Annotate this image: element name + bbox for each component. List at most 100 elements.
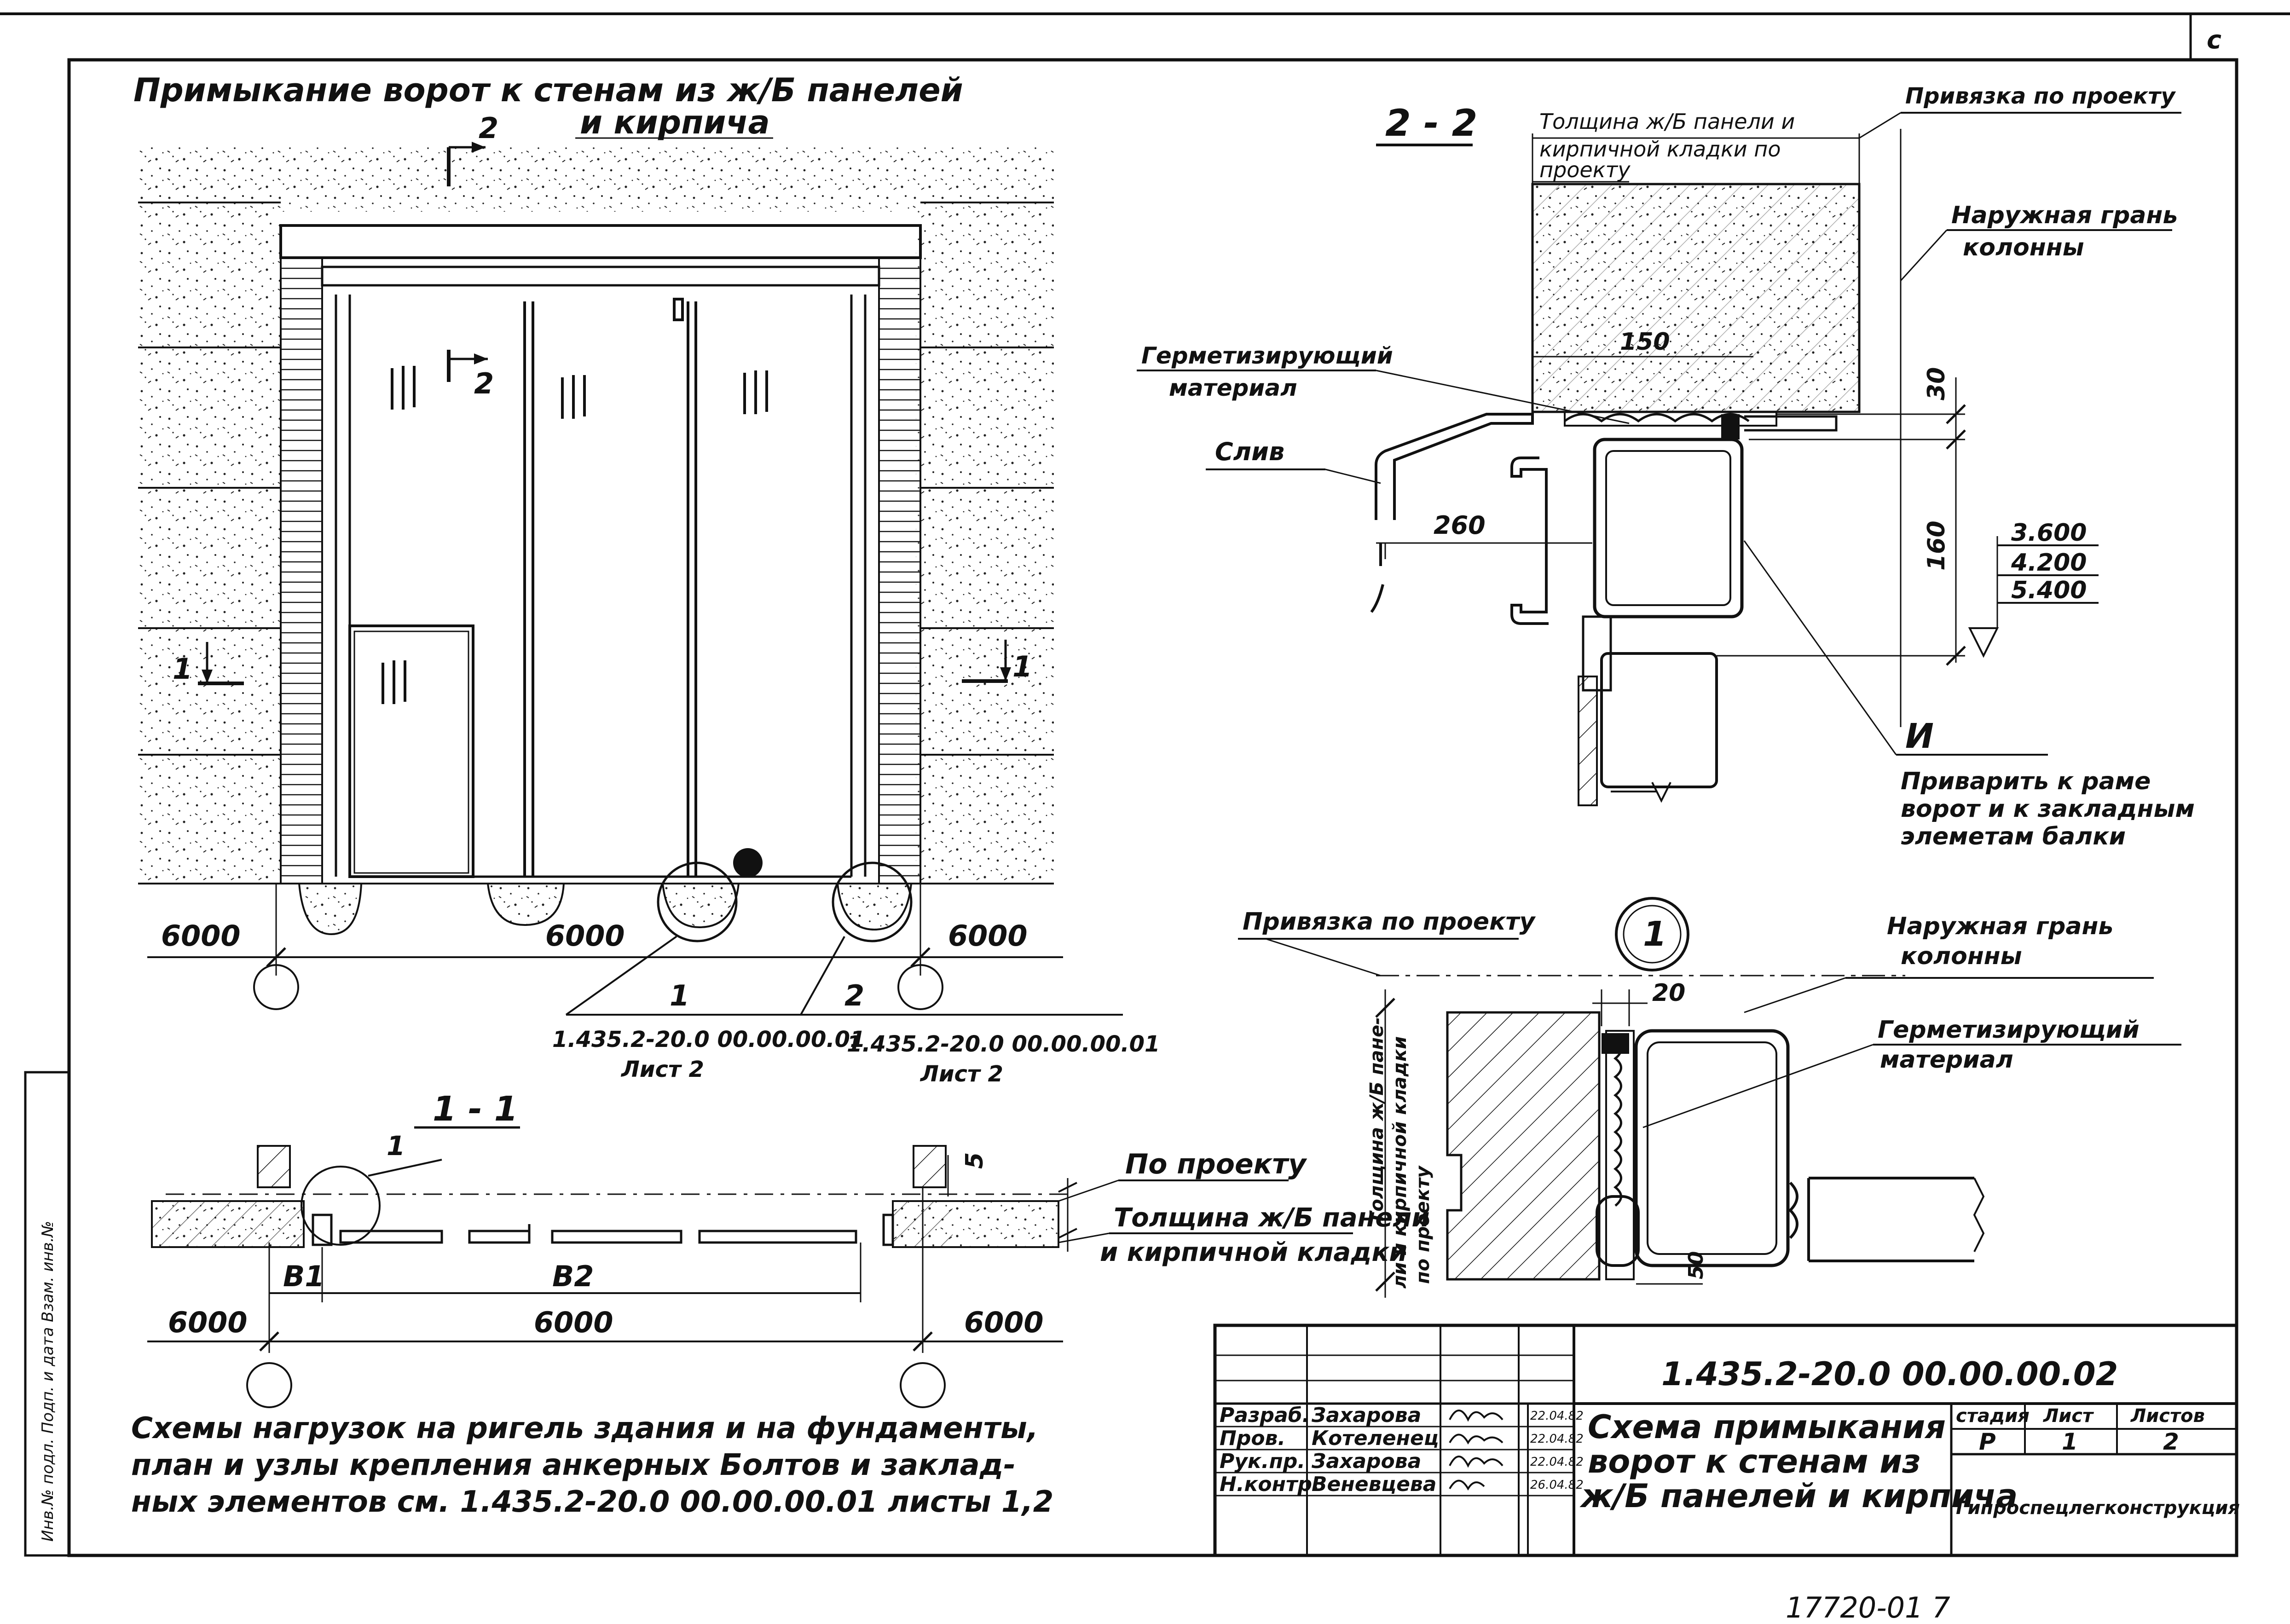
section-mark-2-top: 2 xyxy=(447,111,498,186)
row-date-4: 26.04.82 xyxy=(1530,1478,1584,1492)
row-name-3: Захарова xyxy=(1311,1450,1421,1473)
drawing-name-3: ж/Б панелей и кирпича xyxy=(1579,1477,2018,1515)
svg-text:2: 2 xyxy=(2163,1428,2179,1455)
sheet-frame: Инв.№ подл. Подп. и дата Взам. инв.№ с 1… xyxy=(0,12,2290,1624)
elevation-3: 5.400 xyxy=(2011,577,2087,604)
svg-text:Наружная грань: Наружная грань xyxy=(1951,202,2178,229)
svg-text:Привязка по проекту: Привязка по проекту xyxy=(1243,908,1536,936)
svg-text:Листов: Листов xyxy=(2130,1405,2205,1427)
svg-text:1.435.2-20.0 00.00.00.01: 1.435.2-20.0 00.00.00.01 xyxy=(847,1031,1160,1057)
dim-right: 6000 xyxy=(948,919,1028,953)
weld-mark: И xyxy=(1905,717,1934,756)
box-profile-detail-1 xyxy=(1634,1029,1790,1267)
svg-text:Схемы нагрузок на ригель здани: Схемы нагрузок на ригель здания и на фун… xyxy=(131,1411,1038,1445)
row-name-1: Захарова xyxy=(1311,1404,1421,1427)
section-mark-1-left: 1 xyxy=(173,642,244,686)
note-text: Схемы нагрузок на ригель здания и на фун… xyxy=(131,1411,1053,1519)
lower-box-profile xyxy=(1600,652,1718,788)
svg-text:1: 1 xyxy=(387,1130,405,1162)
dim-b1: B1 xyxy=(283,1260,324,1293)
wall-section-detail-1 xyxy=(1446,1011,1601,1281)
section-1-1-plan: 1 - 1 1 5 По проекту Толщина ж/Б панели … xyxy=(147,1089,1430,1408)
svg-text:2: 2 xyxy=(479,111,498,145)
corner-mark: с xyxy=(2207,25,2221,54)
section-2-2: 2 - 2 Толщина ж/Б панели и кирпичной кла… xyxy=(1137,83,2195,850)
grid-axis-circle-right-1-1 xyxy=(900,1362,946,1408)
label-privyazka-2-2: Привязка по проекту xyxy=(1905,83,2176,109)
door-vent-marks xyxy=(382,366,768,704)
svg-text:1: 1 xyxy=(173,652,192,686)
svg-text:2: 2 xyxy=(474,367,494,400)
svg-text:5: 5 xyxy=(961,1152,989,1169)
row-date-3: 22.04.82 xyxy=(1530,1455,1584,1469)
svg-text:Наружная грань: Наружная грань xyxy=(1887,913,2113,940)
bottom-number: 17720-01 7 xyxy=(1786,1591,1950,1624)
dim-middle: 6000 xyxy=(545,919,625,953)
svg-text:ных элементов см. 1.435.2-20.0: ных элементов см. 1.435.2-20.0 00.00.00.… xyxy=(131,1485,1053,1519)
detail-ref-circle xyxy=(301,1166,381,1246)
svg-text:ли и кирпичной кладки: ли и кирпичной кладки xyxy=(1389,1036,1411,1289)
title-block: 1.435.2-20.0 00.00.00.02 Разраб. Захаров… xyxy=(1213,1323,2240,1557)
brick-jamb-left xyxy=(280,257,323,884)
door-leaves xyxy=(523,298,697,877)
svg-text:6000: 6000 xyxy=(168,1306,248,1339)
drawing-name-2: ворот к стенам из xyxy=(1588,1443,1921,1480)
lintel-beam xyxy=(279,224,922,259)
dim-b2: B2 xyxy=(552,1260,594,1293)
section-mark-1-right: 1 xyxy=(962,640,1032,683)
channel-profile xyxy=(1510,457,1549,625)
svg-text:1: 1 xyxy=(2062,1428,2078,1455)
elevation-1: 3.600 xyxy=(2011,519,2087,547)
svg-text:2: 2 xyxy=(844,979,864,1012)
concrete-right-wall xyxy=(916,147,1054,884)
wicket-door xyxy=(348,624,474,878)
svg-text:6000: 6000 xyxy=(964,1306,1044,1339)
detail-1: 1 Привязка по проекту Наружная грань кол… xyxy=(1238,897,2181,1298)
row-date-1: 22.04.82 xyxy=(1530,1409,1584,1423)
section-2-2-title: 2 - 2 xyxy=(1385,102,1477,144)
section-1-1-title: 1 - 1 xyxy=(433,1089,518,1129)
svg-text:1.435.2-20.0 00.00.00.01: 1.435.2-20.0 00.00.00.01 xyxy=(552,1027,865,1052)
callout-1: 1 1.435.2-20.0 00.00.00.01 Лист 2 xyxy=(552,936,865,1082)
drawing-name-1: Схема примыкания xyxy=(1588,1408,1946,1446)
main-title-line2: и кирпича xyxy=(580,104,770,141)
svg-text:Толщина ж/Б пане-: Толщина ж/Б пане- xyxy=(1366,1017,1388,1224)
main-title-line1: Примыкание ворот к стенам из ж/Б панелей xyxy=(133,71,963,109)
callout-circle-2 xyxy=(832,861,913,942)
svg-text:Лист 2: Лист 2 xyxy=(919,1061,1003,1087)
svg-text:Р: Р xyxy=(1979,1428,1996,1455)
svg-text:материал: материал xyxy=(1169,375,1297,401)
svg-text:кирпичной кладки по: кирпичной кладки по xyxy=(1539,137,1781,162)
dim-150-2-2: 150 xyxy=(1620,328,1670,356)
dim-left: 6000 xyxy=(161,919,241,953)
dim-30: 30 xyxy=(1923,367,1950,400)
row-role-1: Разраб. xyxy=(1220,1404,1310,1427)
signatures xyxy=(1449,1410,1504,1491)
box-profile xyxy=(1593,438,1744,618)
svg-text:Герметизирующий: Герметизирующий xyxy=(1878,1016,2140,1044)
svg-text:Толщина ж/Б панели: Толщина ж/Б панели xyxy=(1114,1203,1430,1233)
svg-text:1: 1 xyxy=(670,979,689,1012)
label-po-proektu-1-1: По проекту xyxy=(1125,1148,1307,1180)
svg-text:и кирпичной кладки: и кирпичной кладки xyxy=(1100,1237,1407,1267)
row-role-4: Н.контр. xyxy=(1220,1473,1320,1496)
callout-circle-1 xyxy=(657,861,738,942)
dim-50: 50 xyxy=(1684,1251,1708,1279)
callout-2: 2 1.435.2-20.0 00.00.00.01 Лист 2 xyxy=(800,936,1160,1087)
svg-text:материал: материал xyxy=(1880,1046,2013,1074)
elevation-2: 4.200 xyxy=(2011,549,2087,577)
brick-jamb-right xyxy=(878,257,921,884)
dim-160: 160 xyxy=(1923,520,1950,571)
svg-text:Толщина ж/Б панели и: Толщина ж/Б панели и xyxy=(1539,109,1795,134)
svg-text:план и узлы крепления анкерных: план и узлы крепления анкерных Болтов и … xyxy=(131,1448,1016,1482)
organization: Гипроспецлегконструкция xyxy=(1956,1497,2240,1519)
svg-text:Приварить к раме: Приварить к раме xyxy=(1901,768,2151,795)
row-name-4: Веневцева xyxy=(1312,1473,1436,1496)
grid-axis-circle-left-1-1 xyxy=(246,1362,292,1408)
drawing-code: 1.435.2-20.0 00.00.00.02 xyxy=(1661,1355,2118,1393)
svg-text:Лист: Лист xyxy=(2043,1405,2094,1427)
grid-axis-circle-right xyxy=(897,964,943,1010)
left-margin-strip: Инв.№ подл. Подп. и дата Взам. инв.№ xyxy=(39,1221,57,1542)
row-role-2: Пров. xyxy=(1220,1427,1285,1450)
